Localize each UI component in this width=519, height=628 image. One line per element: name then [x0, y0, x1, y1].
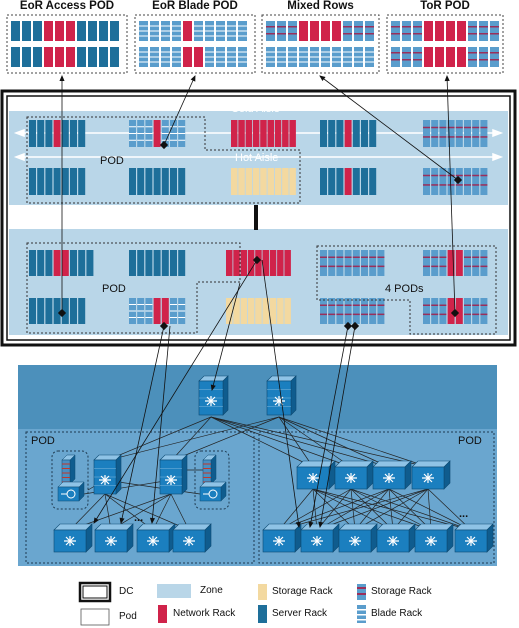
legend-server-rack-swatch [258, 605, 267, 623]
title-tor-pod: ToR POD [420, 0, 470, 12]
left-access-switch-1 [53, 523, 93, 553]
mixed-row-1 [266, 21, 374, 41]
right-access-switch-6 [454, 523, 494, 553]
right-agg-switch-4 [411, 460, 451, 490]
zone2-pod-a-row-1 [29, 250, 94, 276]
eor-access-row-1 [11, 21, 119, 41]
legend-pod-label: Pod [119, 611, 137, 622]
left-load-balancer-1 [57, 481, 85, 502]
zone-divider [254, 205, 258, 230]
zone2-pod-c-row-1 [320, 250, 385, 276]
bottom-zone-pod-label: POD [102, 283, 126, 295]
left-firewall-1 [61, 454, 76, 485]
network-left-pod-label: POD [31, 435, 55, 447]
title-eor-blade-pod: EoR Blade POD [152, 0, 238, 12]
legend-zone-label: Zone [200, 585, 223, 596]
cold-aisle-label: Cold Aisle [231, 103, 280, 115]
right-agg-switch-2 [334, 460, 374, 490]
network-panel [18, 365, 497, 566]
right-load-balancer-1 [199, 481, 227, 502]
legend-pod-swatch [80, 608, 110, 626]
eor-blade-pod-sample [134, 14, 256, 74]
network-left-ellipsis: ... [134, 512, 144, 524]
right-firewall-1 [202, 454, 217, 485]
eor-access-row-2 [11, 47, 119, 67]
zone2-pod-b-row-1 [129, 250, 186, 276]
network-right-pod-label: POD [458, 435, 482, 447]
right-access-switch-5 [414, 523, 454, 553]
left-access-switch-2 [94, 523, 134, 553]
zone1-pod-c-row-2 [320, 168, 377, 195]
eor-access-pod-sample [6, 14, 128, 74]
right-agg-switch-3 [372, 460, 412, 490]
zone1-pod-c-row-1 [320, 120, 377, 147]
legend-network-rack-label: Network Rack [173, 608, 236, 619]
zone2-pod-a-row-2 [29, 298, 86, 324]
legend-server-rack-label: Server Rack [272, 608, 328, 619]
legend-dc-swatch [78, 581, 112, 603]
network-right-ellipsis: ... [459, 508, 469, 520]
legend-network-rack-swatch [158, 605, 167, 623]
zone1-pod-a-row-1 [29, 120, 86, 147]
tor-row-1 [391, 21, 499, 41]
left-access-switch-4 [172, 523, 212, 553]
legend-storage-rack-alt-swatch [357, 584, 366, 600]
zone1-storage-row [231, 168, 296, 195]
zone2-network-row [226, 250, 291, 276]
mixed-rows-sample [261, 14, 380, 74]
zone1-network-row [231, 120, 296, 147]
left-access-switch-3 [136, 523, 176, 553]
data-center-frame [0, 89, 517, 347]
eor-blade-row-1 [139, 21, 247, 41]
core-switch-2 [266, 375, 297, 416]
right-access-switch-4 [376, 523, 416, 553]
zone2-pod-b-row-2 [129, 298, 186, 324]
zone1-pod-a-row-2 [29, 168, 86, 195]
zone2-pod-c-row-2 [320, 298, 385, 324]
mixed-row-2 [266, 47, 374, 67]
zone1-pod-b-row-1 [129, 120, 186, 147]
left-agg-switch-2 [159, 454, 188, 495]
four-pods-label: 4 PODs [385, 283, 424, 295]
legend [78, 581, 366, 626]
zone2-storage-row [226, 298, 291, 324]
zone2-pod-d-row-1 [423, 250, 488, 276]
sample-pods [6, 14, 504, 74]
connector-lines [57, 74, 463, 529]
title-mixed-rows: Mixed Rows [287, 0, 354, 12]
right-access-switch-3 [338, 523, 378, 553]
top-zone-pod-label: POD [100, 155, 124, 167]
right-access-switch-1 [262, 523, 302, 553]
legend-blade-rack-swatch [357, 605, 366, 623]
zone1-pod-d-row-1 [423, 120, 488, 147]
legend-storage-rack-label: Storage Rack [272, 586, 333, 597]
left-agg-switch-1 [93, 454, 122, 495]
eor-blade-row-2 [139, 47, 247, 67]
legend-zone-swatch [157, 584, 191, 598]
title-eor-access-pod: EoR Access POD [19, 0, 115, 12]
legend-dc-label: DC [119, 586, 134, 597]
zone2-pod-d-row-2 [423, 298, 488, 324]
tor-row-2 [391, 47, 499, 67]
legend-storage-rack-swatch [258, 584, 267, 600]
legend-storage-rack-alt-label: Storage Rack [371, 586, 432, 597]
hot-aisle-label: Hot Aisle [235, 152, 279, 164]
tor-pod-sample [386, 14, 504, 74]
right-access-switch-2 [300, 523, 340, 553]
legend-blade-rack-label: Blade Rack [371, 608, 423, 619]
core-switch-1 [198, 375, 229, 416]
zone1-pod-b-row-2 [129, 168, 186, 195]
